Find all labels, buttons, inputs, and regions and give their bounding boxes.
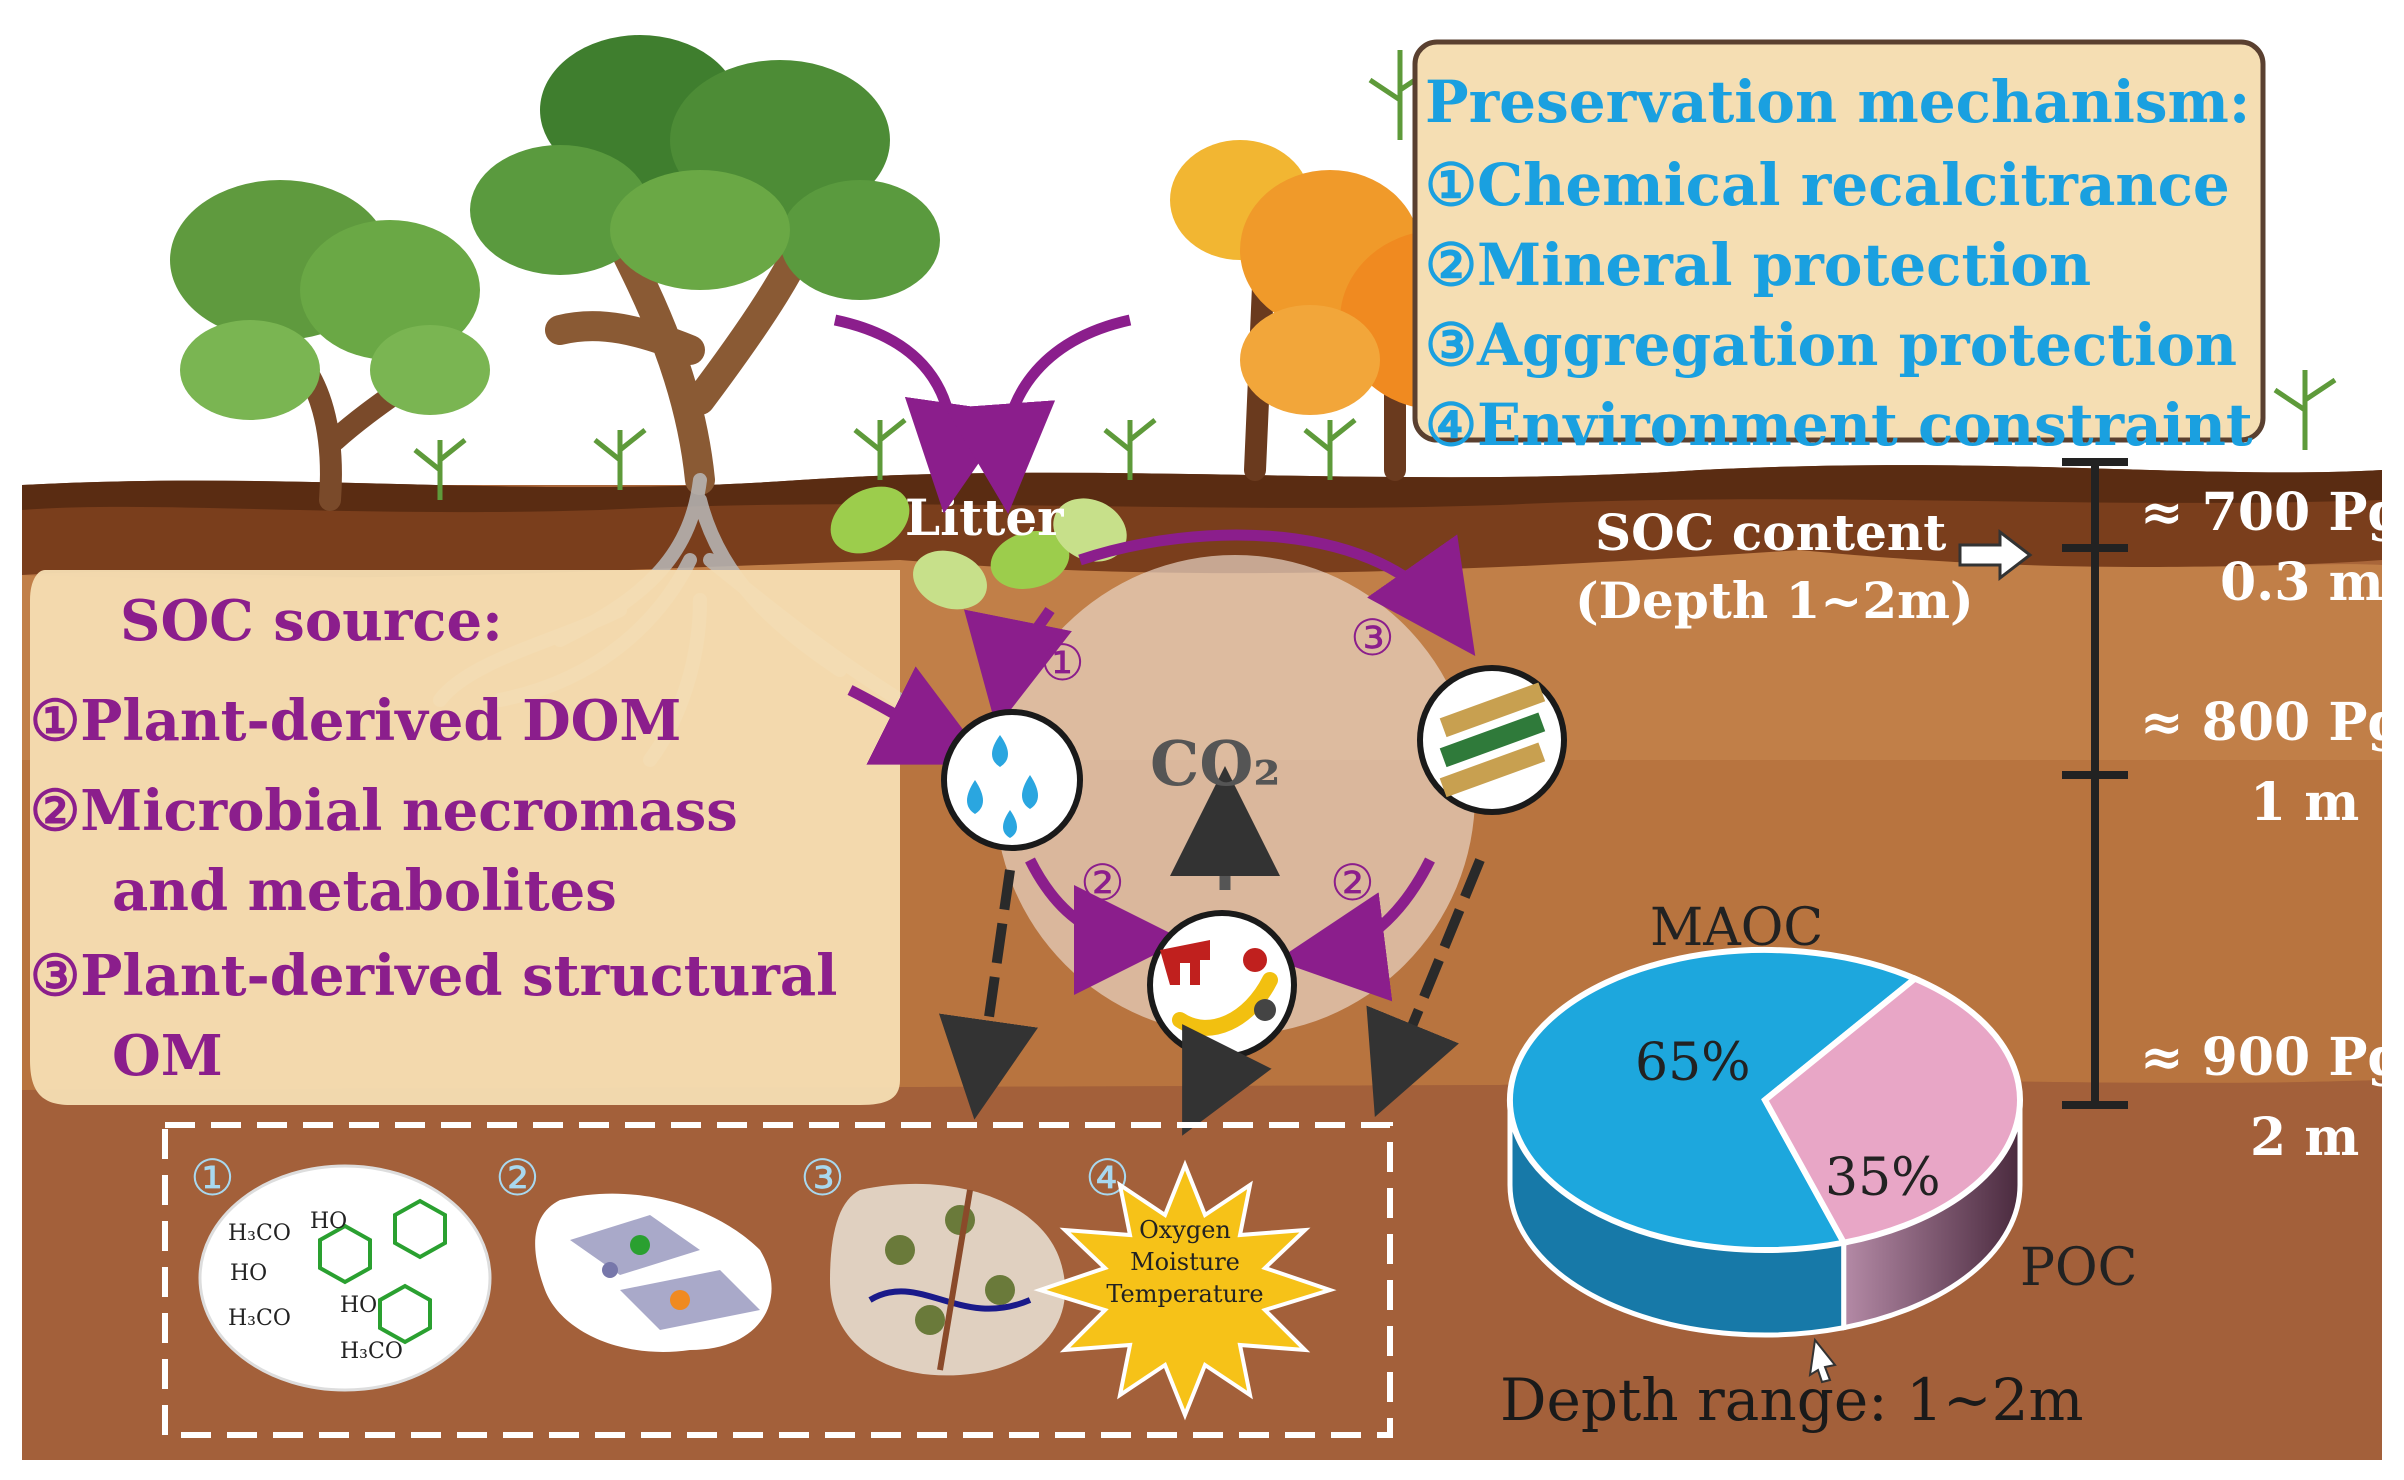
chem-label-2: HO [310, 1209, 347, 1234]
pie-pct-maoc: 65% [1635, 1033, 1751, 1093]
soc-content-arrow-icon [1958, 528, 2033, 582]
pie-label-maoc: MAOC [1650, 898, 1823, 958]
pie-pct-poc: 35% [1825, 1148, 1941, 1208]
co2-label: CO₂ [1150, 727, 1281, 800]
depth-0-3m: 0.3 m [2220, 552, 2384, 613]
litter-arrow-2 [945, 314, 1132, 514]
soc-source-line-5: OM [112, 1023, 223, 1089]
preservation-title: Preservation mechanism: [1425, 68, 2250, 136]
litter-arrow-1 [833, 314, 1014, 514]
green-tree-left [170, 180, 490, 511]
dashed-arrow-3 [1366, 858, 1485, 1118]
microbe-icon [1147, 910, 1297, 1060]
root-to-dom-arrow [847, 666, 990, 765]
dashed-arrow-2 [1182, 1023, 1272, 1136]
decomposition-cycle: Litter ① ② ② ③ CO₂ [830, 314, 1567, 1136]
chem-label-4: H₃CO [228, 1306, 291, 1331]
litter-leaves [830, 486, 1127, 610]
dom-water-drops-icon [941, 709, 1083, 851]
cycle-number-3: ③ [1350, 609, 1395, 667]
arrow-structural-to-microbe [1276, 857, 1435, 1002]
soc-content-line-2: (Depth 1~2m) [1575, 571, 1974, 630]
arrow-to-dom [964, 606, 1072, 729]
aggregate-icon [830, 1183, 1066, 1376]
small-plants [413, 50, 2337, 500]
stock-900: ≈ 900 Pg [2140, 1027, 2404, 1088]
green-tree-main [470, 35, 940, 495]
cycle-number-1: ① [1040, 634, 1085, 692]
soc-source-title: SOC source: [120, 588, 503, 654]
preservation-panel: Preservation mechanism: ①Chemical recalc… [1412, 39, 2266, 459]
soc-source-line-1: ①Plant-derived DOM [30, 688, 681, 754]
depth-2m: 2 m [2250, 1107, 2359, 1168]
cycle-number-2b: ② [1330, 854, 1375, 912]
cycle-number-2a: ② [1080, 854, 1125, 912]
mechanism-box: ① ② ③ ④ H₃CO HO HO H₃CO HO H₃CO [162, 1122, 1393, 1438]
structural-om-icon [1417, 665, 1567, 815]
soc-content-label: SOC content (Depth 1~2m) [1575, 503, 2033, 630]
arrow-to-structural [1078, 529, 1476, 657]
dashed-arrow-1 [938, 869, 1038, 1120]
chem-label-1: H₃CO [228, 1221, 291, 1246]
soc-source-line-3: and metabolites [112, 858, 617, 924]
pie-slice-maoc [1507, 947, 1921, 1253]
stock-700: ≈ 700 Pg [2140, 482, 2404, 543]
env-factor-oxygen: Oxygen [1139, 1216, 1231, 1244]
soc-source-line-2: ②Microbial necromass [30, 778, 738, 844]
soc-content-line-1: SOC content [1595, 503, 1946, 562]
preservation-item-1: ①Chemical recalcitrance [1425, 151, 2230, 219]
env-factor-temperature: Temperature [1106, 1280, 1263, 1308]
preservation-item-3: ③Aggregation protection [1425, 311, 2237, 379]
soc-source-line-4: ③Plant-derived structural [30, 943, 837, 1009]
mineral-protection-icon [535, 1193, 772, 1352]
environment-constraint-icon: Oxygen Moisture Temperature [1033, 1159, 1337, 1421]
soil-surface-line [22, 465, 2382, 513]
mechanism-number-1: ① [190, 1149, 235, 1207]
soc-fraction-pie: MAOC POC 65% 35% [1507, 898, 2137, 1384]
chem-label-6: H₃CO [340, 1339, 403, 1364]
depth-1m: 1 m [2250, 772, 2359, 833]
mechanism-number-2: ② [495, 1149, 540, 1207]
preservation-item-4: ④Environment constraint [1425, 391, 2253, 459]
pie-slice-poc [1761, 975, 2023, 1247]
cursor-icon [1808, 1337, 1837, 1384]
depth-scale: ≈ 700 Pg 0.3 m ≈ 800 Pg 1 m ≈ 900 Pg 2 m [2062, 458, 2404, 1168]
stock-800: ≈ 800 Pg [2140, 692, 2404, 753]
chem-label-3: HO [230, 1261, 267, 1286]
depth-range-label: Depth range: 1~2m [1500, 1366, 2084, 1434]
arrow-dom-to-microbe [1025, 857, 1184, 995]
env-factor-moisture: Moisture [1130, 1248, 1240, 1276]
mechanism-number-3: ③ [800, 1149, 845, 1207]
chem-label-5: HO [340, 1293, 377, 1318]
preservation-item-2: ②Mineral protection [1425, 231, 2091, 299]
chemical-structure-icon: H₃CO HO HO H₃CO HO H₃CO [198, 1164, 492, 1392]
pie-label-poc: POC [2020, 1238, 2137, 1298]
soc-source-panel: SOC source: ①Plant-derived DOM ②Microbia… [30, 570, 900, 1105]
litter-label: Litter [905, 488, 1064, 547]
